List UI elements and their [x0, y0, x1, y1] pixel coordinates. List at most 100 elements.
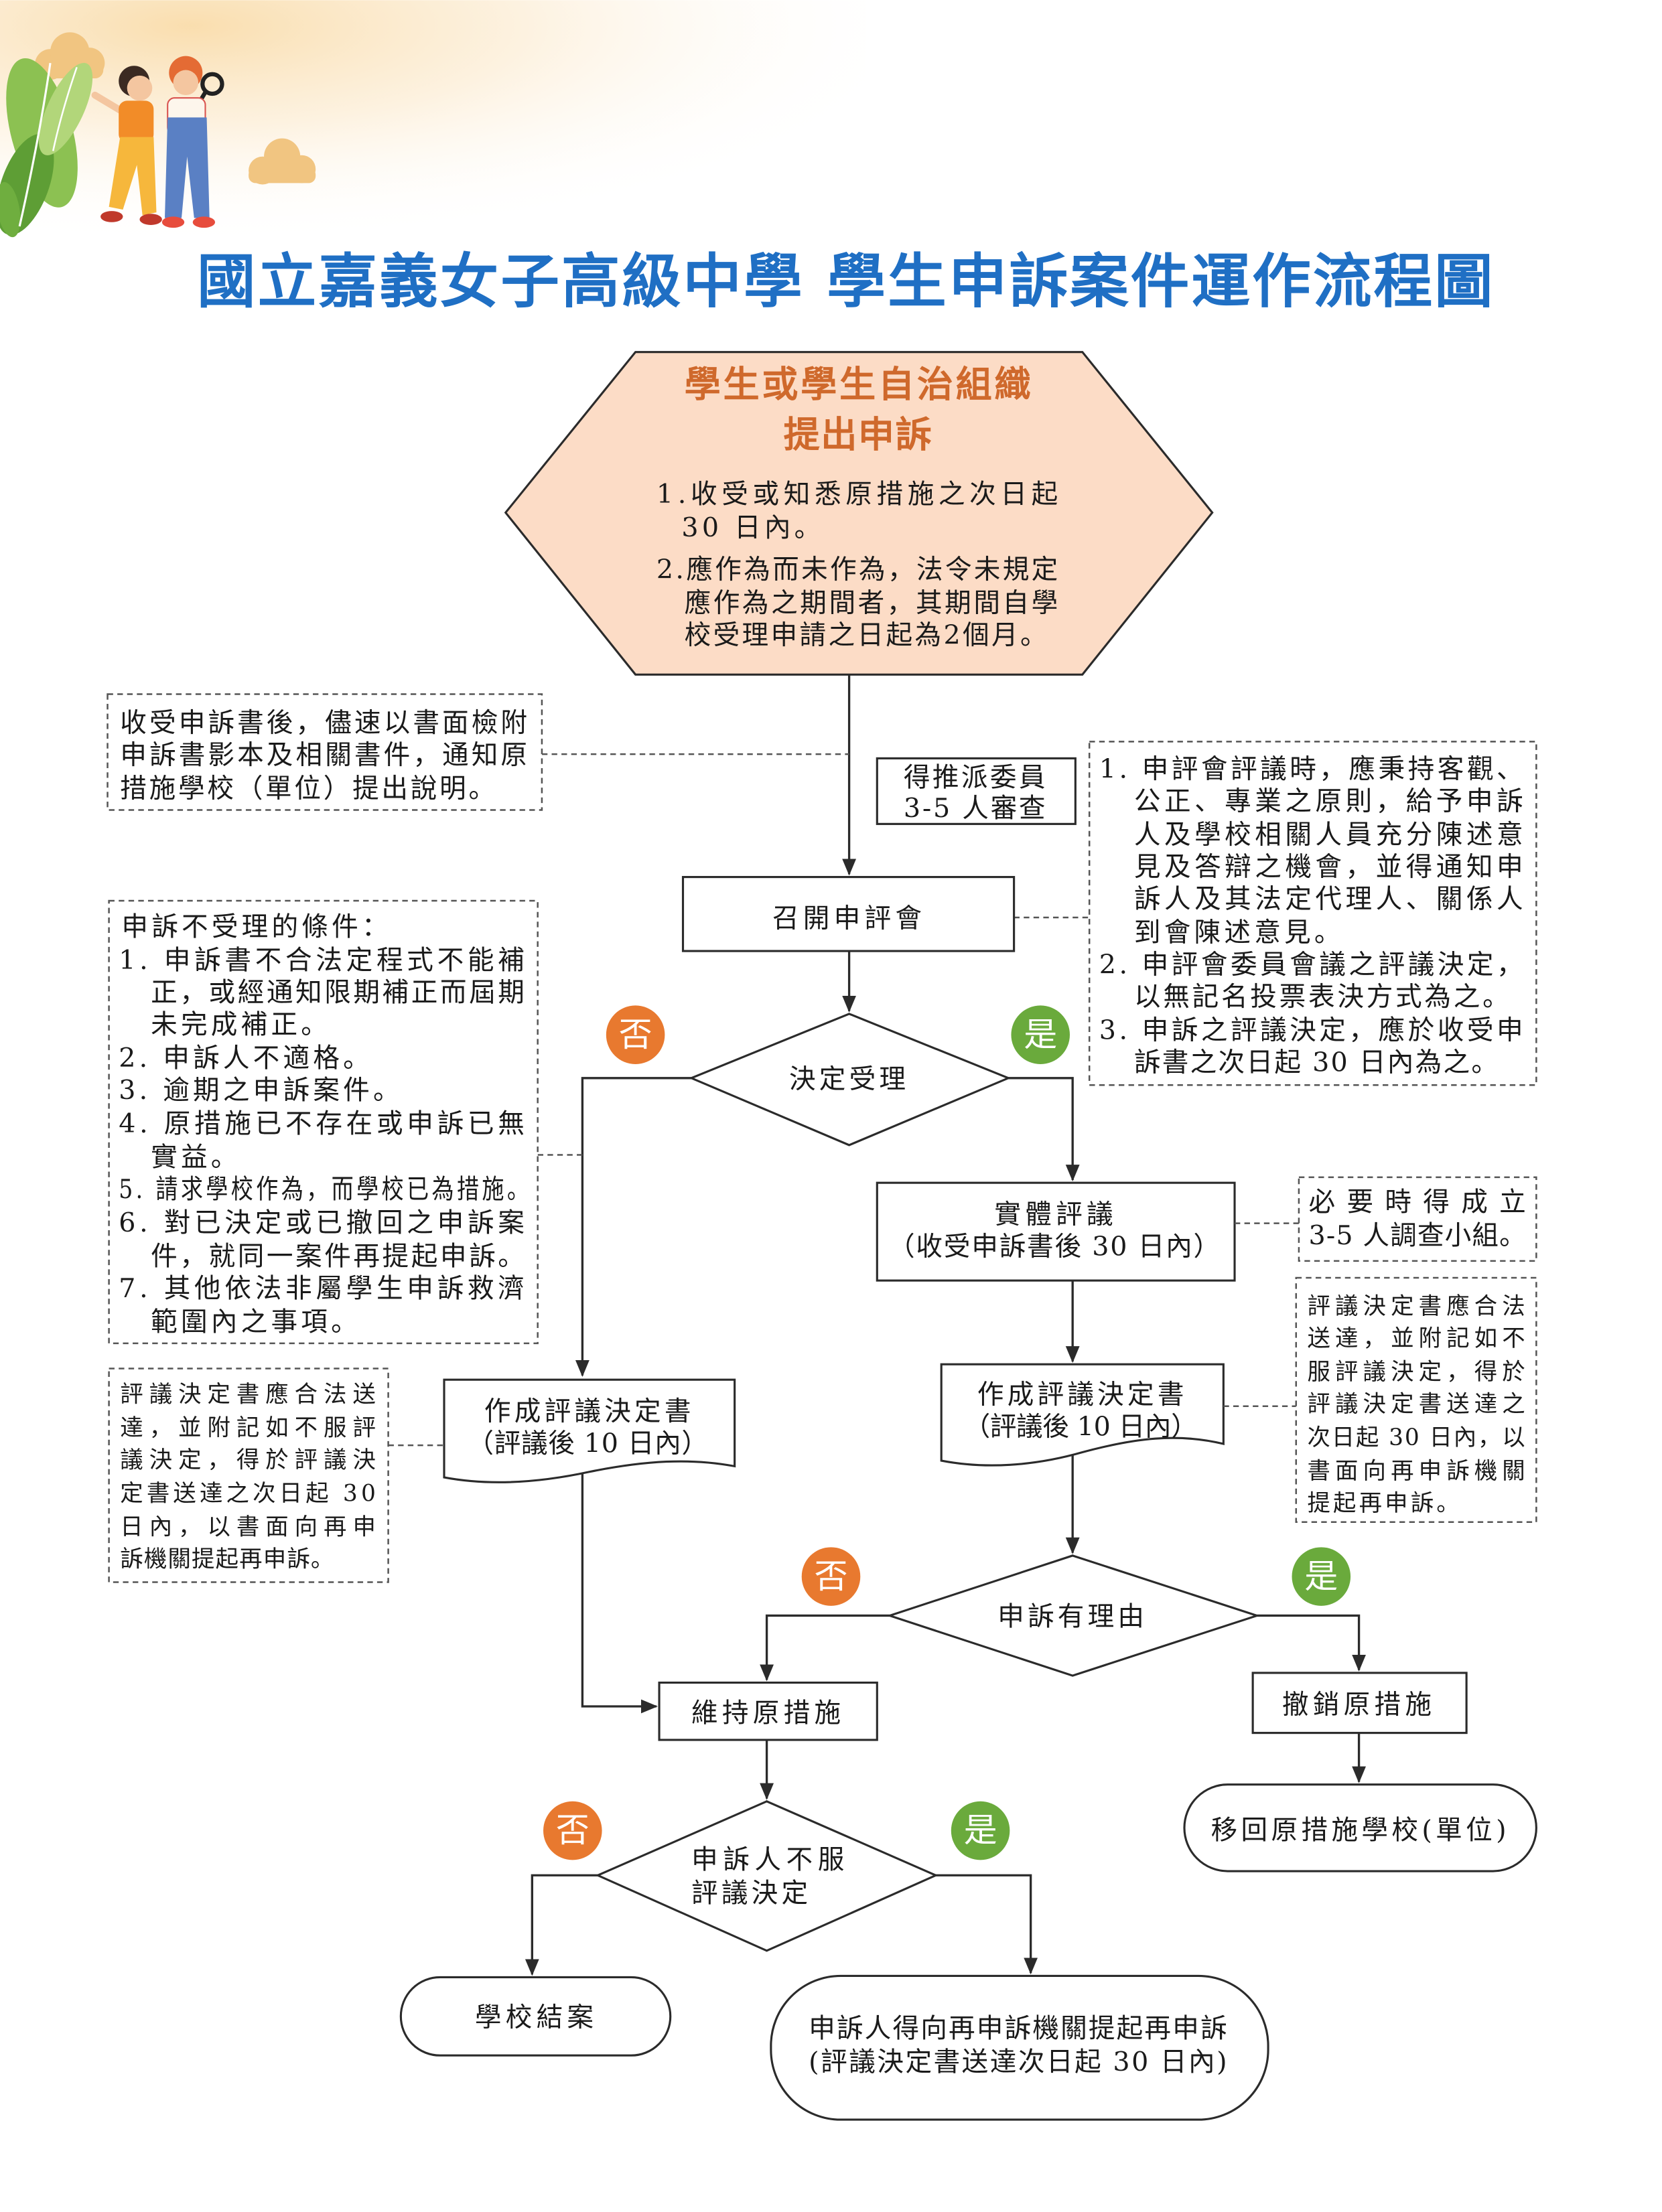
meeting-rules-line: 公正、專業之原則，給予申訴 [1134, 786, 1527, 817]
rejection-note-line: 2. 申訴人不適格。 [119, 1043, 373, 1074]
meeting-rules-line: 見及答辯之機會，並得通知申 [1134, 851, 1527, 882]
rejection-note-line: 未完成補正。 [151, 1009, 331, 1040]
no-badge [801, 1547, 861, 1606]
rejection-note-line: 6. 對已決定或已撤回之申訴案 [119, 1207, 528, 1238]
appeal-note-right-line: 評議決定書送達之 [1307, 1391, 1527, 1418]
appeal-note-left-line: 日內，以書面向再申 [120, 1514, 378, 1541]
rejection-note-line: 實益。 [151, 1142, 240, 1173]
meeting-rules-line: 到會陳述意見。 [1134, 917, 1344, 948]
rejection-note-line: 正，或經通知限期補正而屆期 [151, 977, 528, 1008]
disagree-decision-line: 申訴人不服 [691, 1844, 848, 1875]
people-illustration-icon [91, 56, 224, 228]
appeal-note-right-line: 送達，並附記如不 [1307, 1325, 1527, 1352]
rejection-note-line: 7. 其他依法非屬學生申訴救濟 [119, 1273, 528, 1304]
meeting-rules-line: 以無記名投票表決方式為之。 [1134, 981, 1513, 1012]
meeting-rules-line: 訴書之次日起 30 日內為之。 [1134, 1047, 1501, 1078]
notice-note-line: 措施學校（單位）提出說明。 [120, 773, 498, 804]
rejection-note-line: 4. 原措施已不存在或申訴已無 [119, 1108, 528, 1139]
arrow-accept-yes [1008, 1077, 1080, 1182]
decision-doc-left-line: 作成評議決定書 [484, 1396, 695, 1427]
start-rule-line: 1.收受或知悉原措施之次日起 [656, 479, 1062, 510]
arrow-left-doc-to-maintain [581, 1473, 658, 1714]
substantive-review-line: （收受申訴書後 30 日內） [888, 1232, 1223, 1262]
arrow-disagree-no [525, 1874, 598, 1976]
maintain-label: 維持原措施 [691, 1698, 845, 1728]
decision-doc-left [443, 1378, 736, 1483]
no-badge [606, 1005, 665, 1064]
arrow-accept-no [575, 1077, 692, 1377]
investigation-note-line: 3-5 人調查小組。 [1309, 1220, 1529, 1251]
rejection-note-line: 5. 請求學校作為，而學校已為措施。 [119, 1174, 532, 1205]
appeal-note-right-line: 評議決定書應合法 [1307, 1293, 1527, 1320]
decision-doc-left-line: （評議後 10 日內） [467, 1428, 711, 1459]
re-appeal-line: (評議決定書送達次日起 30 日內) [809, 2047, 1231, 2077]
meeting-rules-line: 訴人及其法定代理人、關係人 [1134, 883, 1527, 914]
start-title-line: 學生或學生自治組織 [685, 363, 1031, 405]
substantive-review-box [876, 1181, 1236, 1282]
review-panel-line: 3-5 人審查 [904, 793, 1049, 824]
investigation-note-box [1298, 1176, 1537, 1262]
start-rule-line: 應作為之期間者，其期間自學 [685, 587, 1062, 618]
justified-decision-diamond [886, 1554, 1261, 1677]
no-badge-label: 否 [619, 1015, 652, 1054]
rejection-note-line: 申訴不受理的條件： [121, 911, 391, 942]
meeting-rules-line: 1. 申評會評議時，應秉持客觀、 [1099, 754, 1527, 785]
yes-badge [951, 1801, 1010, 1860]
appeal-note-left-line: 定書送達之次日起 30 [120, 1481, 378, 1507]
yes-badge [1011, 1005, 1070, 1064]
rejection-note-line: 1. 申訴書不合法定程式不能補 [119, 945, 528, 976]
appeal-note-right-line: 服評議決定，得於 [1307, 1359, 1527, 1386]
yes-badge-label: 是 [1304, 1557, 1338, 1596]
yes-badge [1292, 1547, 1351, 1606]
accept-decision-diamond [688, 1013, 1012, 1147]
appeal-note-left-line: 達，並附記如不服評 [120, 1415, 378, 1442]
appeal-note-left-line: 評議決定書應合法送 [120, 1381, 378, 1408]
rejection-note-box [108, 899, 539, 1345]
close-case-box [399, 1976, 672, 2057]
close-case-label: 學校結案 [475, 2002, 598, 2033]
appeal-note-left-line: 訴機關提起再申訴。 [120, 1546, 336, 1573]
revoke-label: 撤銷原措施 [1282, 1689, 1436, 1720]
maintain-box [658, 1681, 878, 1741]
arrow-justified-no [760, 1614, 890, 1682]
decision-doc-right-line: （評議後 10 日內） [964, 1412, 1201, 1443]
disagree-decision-line: 評議決定 [691, 1878, 811, 1909]
arrow-disagree-yes [935, 1874, 1038, 1975]
start-rule-line: 2.應作為而未作為，法令未規定 [656, 554, 1062, 585]
appeal-note-right-box [1295, 1276, 1537, 1524]
yes-badge-label: 是 [1024, 1015, 1057, 1054]
start-title-line: 提出申訴 [784, 413, 932, 455]
appeal-note-left-line: 議決定，得於評議決 [120, 1447, 378, 1473]
start-rule-line: 30 日內。 [681, 512, 824, 543]
meeting-rules-note-box [1088, 741, 1537, 1086]
appeal-note-left-box [108, 1368, 389, 1583]
justified-decision-label: 申訴有理由 [997, 1601, 1148, 1632]
substantive-review-line: 實體評議 [994, 1199, 1117, 1230]
arrow-justified-yes [1257, 1614, 1367, 1672]
convene-box [681, 876, 1016, 952]
appeal-note-right-line: 次日起 30 日內，以 [1307, 1424, 1527, 1451]
yes-badge-label: 是 [964, 1811, 997, 1850]
no-badge-label: 否 [814, 1557, 847, 1596]
cloud-icon [249, 138, 316, 185]
leaf-icon [0, 58, 93, 238]
start-hexagon [504, 351, 1214, 676]
return-to-school-label: 移回原措施學校(單位) [1211, 1815, 1510, 1846]
accept-decision-label: 決定受理 [789, 1063, 909, 1094]
start-rule-line: 校受理申請之日起為2個月。 [685, 619, 1050, 650]
notice-note-line: 申訴書影本及相關書件，通知原 [120, 740, 531, 771]
disagree-decision-diamond [595, 1800, 939, 1952]
rejection-note-line: 範圍內之事項。 [151, 1307, 361, 1337]
page-title: 國立嘉義女子高級中學 學生申訴案件運作流程圖 [197, 248, 1493, 316]
decision-doc-right [940, 1363, 1225, 1467]
meeting-rules-line: 2. 申評會委員會議之評議決定， [1099, 949, 1527, 980]
notice-note-line: 收受申訴書後，儘速以書面檢附 [120, 708, 531, 739]
meeting-rules-line: 3. 申訴之評議決定，應於收受申 [1099, 1015, 1527, 1045]
revoke-box [1251, 1672, 1468, 1735]
no-badge-label: 否 [556, 1811, 590, 1850]
decision-doc-right-line: 作成評議決定書 [977, 1380, 1188, 1410]
rejection-note-line: 3. 逾期之申訴案件。 [119, 1075, 403, 1106]
convene-label: 召開申評會 [772, 903, 926, 934]
no-badge [543, 1801, 602, 1860]
re-appeal-line: 申訴人得向再申訴機關提起再申訴 [809, 2013, 1231, 2044]
